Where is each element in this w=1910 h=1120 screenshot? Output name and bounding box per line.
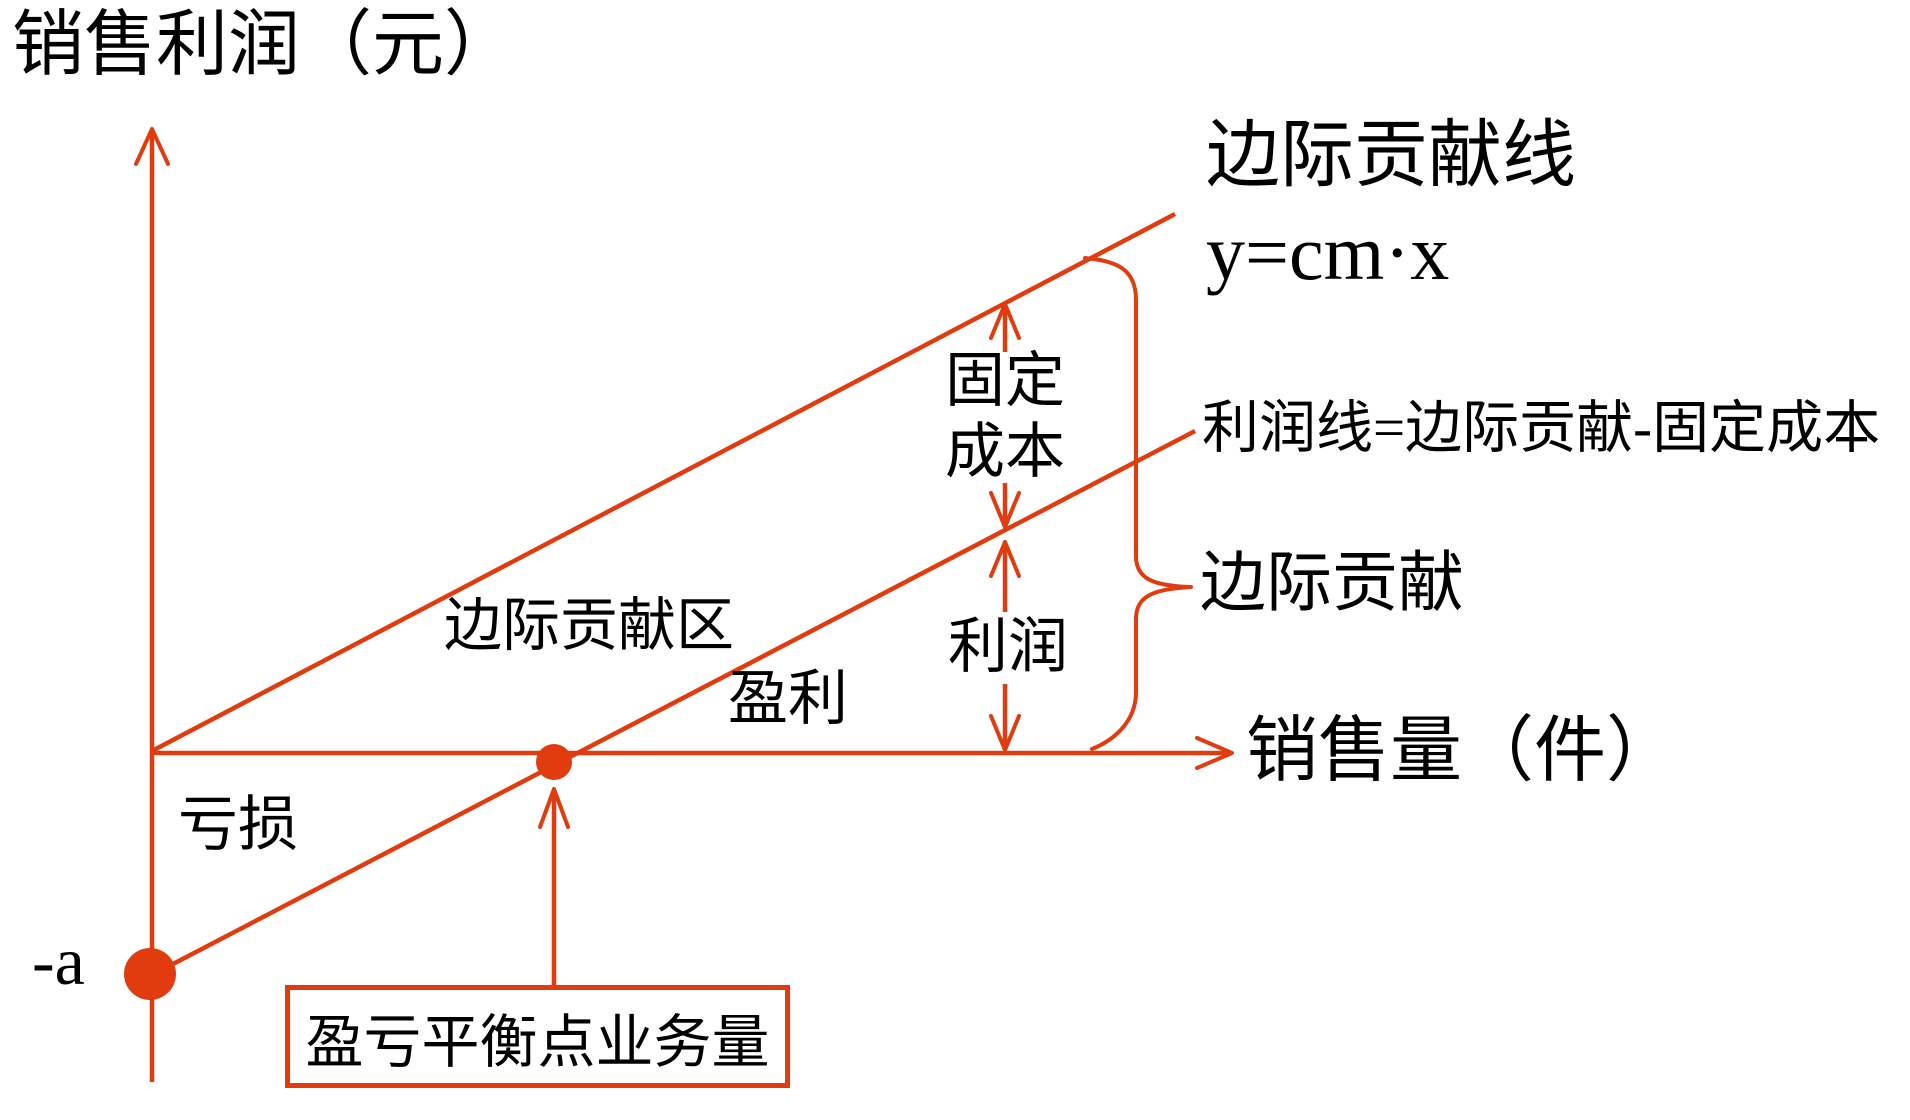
x-axis-arrowhead-icon	[1195, 736, 1234, 770]
fixed-cost-arrow-up-icon	[989, 302, 1021, 340]
contribution-brace-label: 边际贡献	[1200, 547, 1464, 620]
profit-line-name-label: 利润线=边际贡献-固定成本	[1202, 397, 1881, 460]
fixed-cost-intercept-point	[124, 948, 176, 1000]
fixed-cost-arrow-down-icon	[989, 491, 1021, 529]
breakeven-box: 盈亏平衡点业务量	[285, 985, 790, 1088]
y-axis-label: 销售利润（元）	[12, 5, 517, 85]
contribution-line-name-label: 边际贡献线	[1206, 115, 1576, 197]
breakeven-point	[536, 744, 572, 780]
contribution-brace-icon	[1083, 256, 1193, 751]
profit-arrow-down-icon	[989, 714, 1021, 752]
profit-span-label: 利润	[948, 614, 1068, 680]
fixed-cost-label-line2: 成本	[945, 418, 1065, 485]
x-axis-label: 销售量（件）	[1246, 711, 1679, 791]
contribution-line-equation-label: y=cm·x	[1206, 209, 1450, 296]
breakeven-box-label: 盈亏平衡点业务量	[305, 1009, 770, 1075]
breakeven-arrow-up-icon	[538, 787, 570, 829]
profit-line	[148, 429, 1197, 978]
y-axis-arrowhead-icon	[134, 127, 170, 166]
fixed-cost-label-line1: 固定	[945, 348, 1065, 414]
profit-arrow-up-icon	[989, 540, 1021, 578]
loss-region-label: 亏损	[178, 792, 298, 858]
y-intercept-label: -a	[32, 923, 85, 999]
fixed-cost-label: 固定 成本	[930, 346, 1080, 488]
contribution-region-label: 边际贡献区	[444, 593, 735, 658]
gain-region-label: 盈利	[728, 666, 848, 732]
